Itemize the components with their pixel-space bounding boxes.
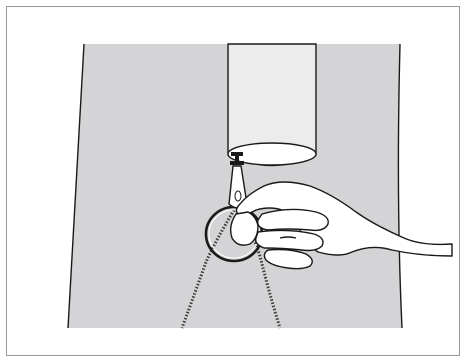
zipper-track-left — [180, 209, 236, 329]
fabric-left-edge — [67, 43, 85, 329]
hand-icon — [229, 181, 453, 270]
fabric-right-edge — [397, 43, 403, 329]
tube-opening — [227, 142, 317, 166]
